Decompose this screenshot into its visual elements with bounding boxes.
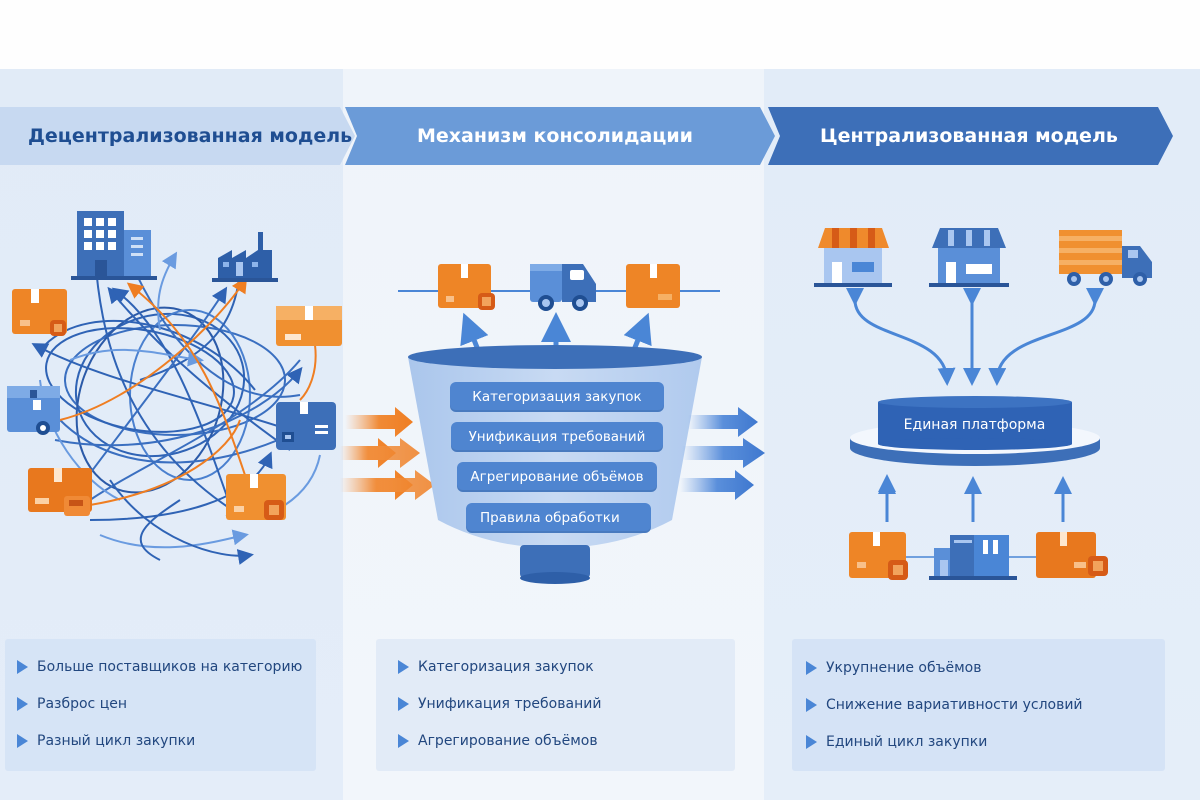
consolidation-title: Механизм консолидации (417, 125, 693, 147)
box-icon (28, 468, 92, 516)
bullet-text: Укрупнение объёмов (826, 659, 982, 676)
bullet-item: Разброс цен (17, 685, 316, 722)
bullet-item: Укрупнение объёмов (806, 649, 1165, 686)
triangle-bullet-icon (806, 734, 817, 749)
store-icon (929, 228, 1009, 287)
triangle-bullet-icon (806, 697, 817, 712)
triangle-bullet-icon (17, 696, 28, 711)
bullet-text: Разный цикл закупки (37, 732, 196, 749)
warehouse-icon (929, 535, 1017, 580)
consolidation-bullets: Категоризация закупок Унификация требова… (376, 639, 735, 771)
triangle-bullet-icon (17, 659, 28, 674)
bullet-item: Унификация требований (398, 685, 735, 722)
funnel-layer: Агрегирование объёмов (457, 462, 657, 492)
bullet-item: Единый цикл закупки (806, 723, 1165, 760)
box-icon (276, 306, 342, 346)
triangle-bullet-icon (398, 696, 409, 711)
centralized-header: Централизованная модель (768, 107, 1173, 165)
funnel-layer-label: Правила обработки (480, 510, 620, 526)
funnel-layer: Категоризация закупок (450, 382, 664, 412)
network-tangle (31, 251, 321, 565)
unified-platform-icon (850, 396, 1100, 466)
store-icon (814, 228, 892, 287)
input-arrows (340, 407, 435, 500)
box-icon (1036, 532, 1108, 578)
delivery-box-icon (7, 386, 60, 435)
box-icon (849, 532, 908, 580)
decentralized-title: Децентрализованная модель (28, 125, 353, 147)
triangle-bullet-icon (398, 659, 409, 674)
bullet-text: Агрегирование объёмов (418, 732, 598, 749)
bullet-item: Категоризация закупок (398, 648, 735, 685)
bullet-item: Снижение вариативности условий (806, 686, 1165, 723)
centralized-title: Централизованная модель (820, 125, 1118, 147)
output-arrows (680, 407, 765, 500)
office-building-icon (71, 211, 157, 280)
consolidation-header: Механизм консолидации (345, 107, 775, 165)
decentralized-header: Децентрализованная модель (0, 107, 355, 165)
platform-label: Единая платформа (903, 417, 1046, 433)
box-icon (626, 264, 680, 308)
bullet-text: Снижение вариативности условий (826, 696, 1083, 713)
cargo-truck-icon (1059, 230, 1152, 286)
decentralized-bullets: Больше поставщиков на категорию Разброс … (5, 639, 316, 771)
delivery-truck-icon (530, 264, 596, 311)
bullet-text: Единый цикл закупки (826, 733, 988, 750)
triangle-bullet-icon (806, 660, 817, 675)
bullet-item: Разный цикл закупки (17, 722, 316, 759)
factory-icon (212, 232, 278, 282)
bullet-text: Больше поставщиков на категорию (37, 658, 303, 675)
funnel-layer: Унификация требований (451, 422, 663, 452)
box-icon (226, 474, 286, 520)
box-icon (12, 289, 67, 336)
triangle-bullet-icon (17, 733, 28, 748)
triangle-bullet-icon (398, 733, 409, 748)
bullet-item: Агрегирование объёмов (398, 722, 735, 759)
funnel-layer: Правила обработки (466, 503, 651, 533)
bullet-text: Категоризация закупок (418, 658, 594, 675)
bullet-text: Разброс цен (37, 695, 127, 712)
box-icon (438, 264, 495, 310)
parcel-box-icon (276, 402, 336, 450)
centralized-bullets: Укрупнение объёмов Снижение вариативност… (792, 639, 1165, 771)
platform-connector-arrows (845, 287, 1105, 522)
bullet-text: Унификация требований (418, 695, 602, 712)
bullet-item: Больше поставщиков на категорию (17, 648, 316, 685)
